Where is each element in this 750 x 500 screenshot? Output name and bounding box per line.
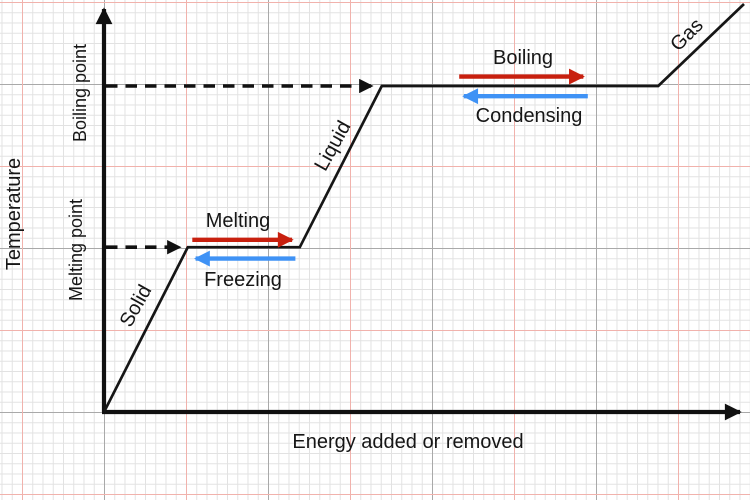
boiling-point-label: Boiling point [70,43,90,143]
heating-curve [102,3,745,413]
freezing-label: Freezing [204,269,282,291]
x-axis-title: Energy added or removed [292,431,524,453]
y-axis-title: Temperature [3,157,25,271]
transition-arrows [192,68,588,267]
boiling-label: Boiling [492,47,554,69]
condensing-label: Condensing [475,105,583,127]
melting-label: Melting [205,210,271,232]
melting-point-label: Melting point [66,198,86,302]
